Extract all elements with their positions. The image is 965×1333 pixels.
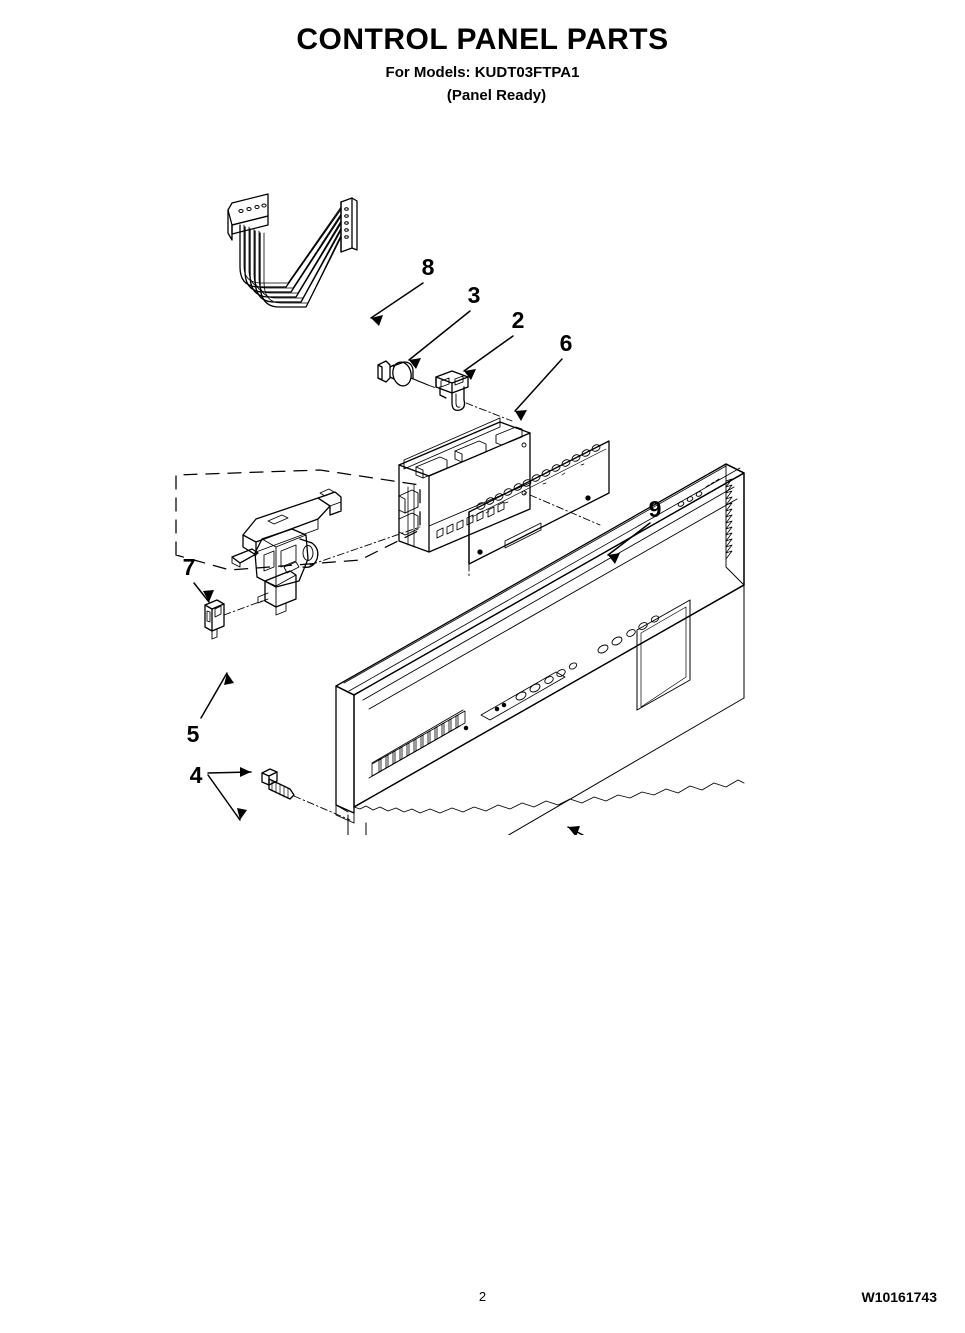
- callout-arrowheads: [203, 315, 620, 835]
- callout-6: 6: [560, 330, 573, 356]
- models-line: For Models: KUDT03FTPA1: [385, 63, 580, 81]
- page-title: CONTROL PANEL PARTS: [296, 23, 669, 56]
- group-door-latch-assembly: [175, 469, 421, 571]
- exploded-diagram: 8 3 2 6 9 7 5 4 1: [0, 115, 965, 835]
- document-id: W10161743: [861, 1289, 937, 1305]
- callout-labels: 8 3 2 6 9 7 5 4 1: [183, 254, 662, 788]
- callout-3: 3: [468, 282, 481, 308]
- part-console-panel: [335, 463, 745, 835]
- page-number: 2: [478, 1289, 487, 1304]
- callout-2: 2: [512, 307, 525, 333]
- part-touchpad-membrane: [468, 440, 610, 578]
- part-control-board: [398, 417, 601, 553]
- page-footer: 2 W10161743: [0, 1289, 965, 1311]
- callout-4: 4: [190, 762, 203, 788]
- part-door-latch-assembly: [231, 488, 421, 616]
- callout-5: 5: [187, 721, 200, 747]
- part-mounting-clip: [435, 370, 513, 422]
- callout-7: 7: [183, 554, 196, 580]
- part-door-switch: [204, 599, 263, 640]
- variant-line: (Panel Ready): [446, 86, 547, 104]
- callout-leaders: [193, 282, 651, 835]
- diagram-canvas: 8 3 2 6 9 7 5 4 1: [175, 193, 745, 835]
- callout-8: 8: [422, 254, 435, 280]
- callout-9: 9: [649, 496, 662, 522]
- part-wire-harness: [227, 193, 358, 308]
- part-screw-upper: [261, 768, 351, 821]
- page-header: CONTROL PANEL PARTS For Models: KUDT03FT…: [0, 24, 965, 104]
- part-thermostat: [377, 360, 437, 389]
